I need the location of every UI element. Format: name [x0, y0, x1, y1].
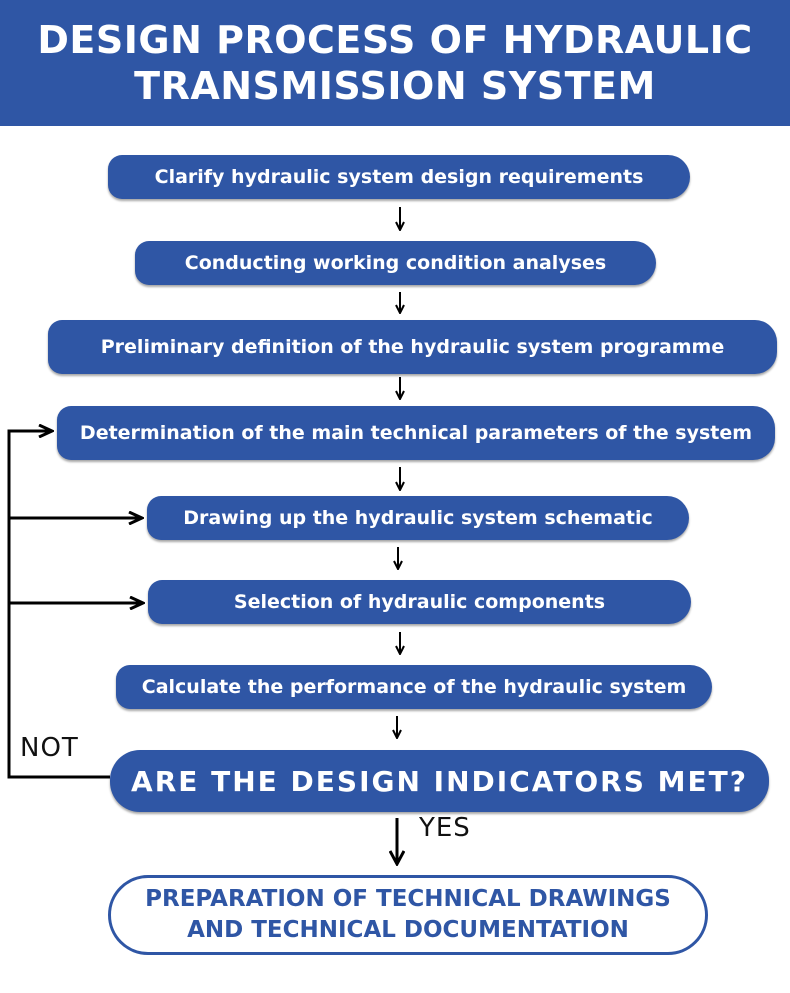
decision-indicators-met: ARE THE DESIGN INDICATORS MET?: [110, 750, 769, 812]
final-technical-documentation: PREPARATION OF TECHNICAL DRAWINGS AND TE…: [108, 875, 708, 955]
step-calculate-performance: Calculate the performance of the hydraul…: [116, 665, 712, 709]
step-working-condition-analyses: Conducting working condition analyses: [135, 241, 656, 285]
title-line-1: DESIGN PROCESS OF HYDRAULIC: [37, 18, 753, 62]
yes-label: YES: [419, 813, 471, 843]
final-line-2: AND TECHNICAL DOCUMENTATION: [187, 917, 629, 943]
step-system-schematic: Drawing up the hydraulic system schemati…: [147, 496, 689, 540]
final-line-1: PREPARATION OF TECHNICAL DRAWINGS: [145, 886, 671, 912]
step-clarify-requirements: Clarify hydraulic system design requirem…: [108, 155, 690, 199]
title-line-2: TRANSMISSION SYSTEM: [134, 64, 656, 108]
no-label: NOT: [20, 733, 79, 763]
step-selection-components: Selection of hydraulic components: [148, 580, 691, 624]
step-main-technical-parameters: Determination of the main technical para…: [57, 406, 775, 460]
step-preliminary-definition: Preliminary definition of the hydraulic …: [48, 320, 777, 374]
title-banner: DESIGN PROCESS OF HYDRAULIC TRANSMISSION…: [0, 0, 790, 126]
